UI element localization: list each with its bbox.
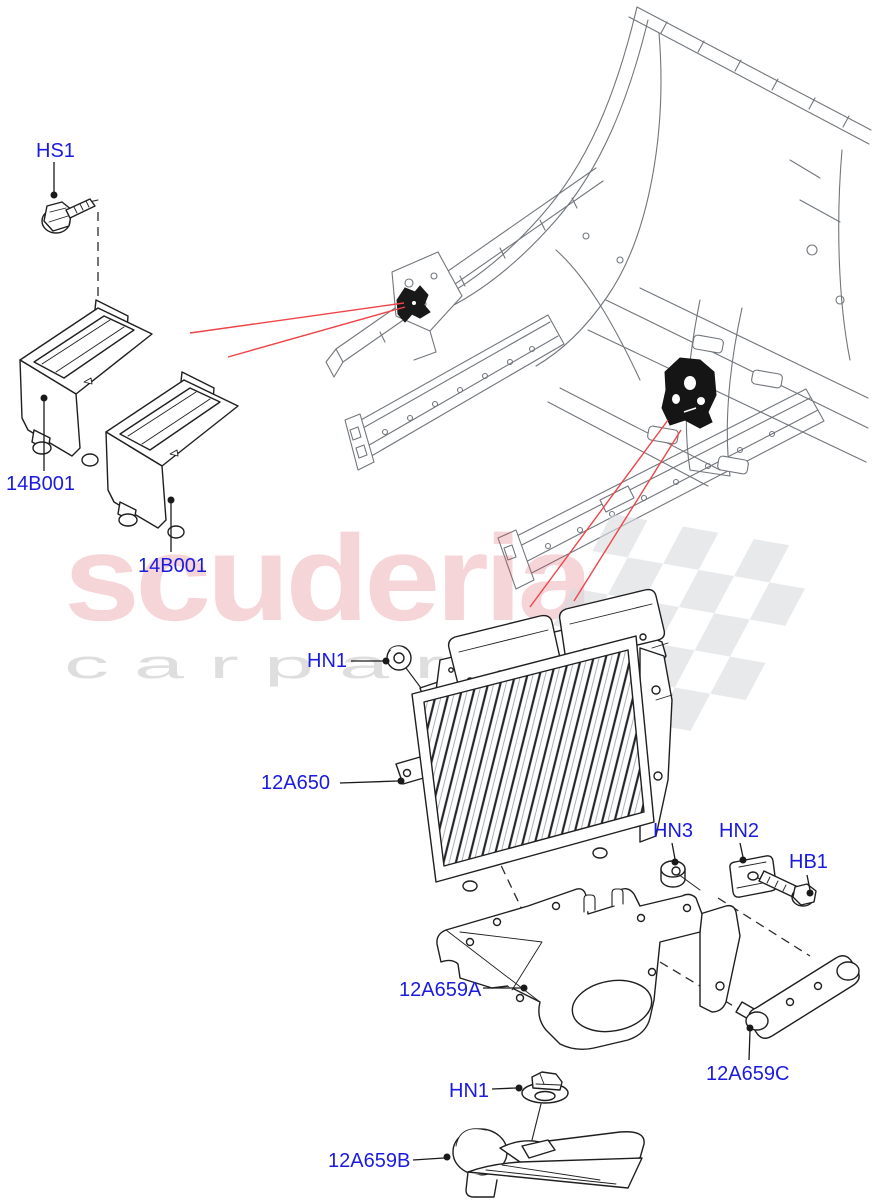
label-leader-lines xyxy=(40,162,814,1161)
part-label-hs1: HS1 xyxy=(36,140,75,162)
bolt-hs1-icon xyxy=(41,198,99,234)
part-label-12a659b: 12A659B xyxy=(328,1150,411,1172)
grommet-hn3-icon xyxy=(660,860,701,891)
bracket-12a659b xyxy=(452,1128,645,1198)
red-callout-lines xyxy=(189,302,682,608)
module-cover-14b001-left xyxy=(19,299,153,467)
module-cover-14b001-right xyxy=(105,371,239,539)
part-label-hn2: HN2 xyxy=(719,820,760,842)
module-location-highlight-left xyxy=(396,285,431,323)
part-label-hb1: HB1 xyxy=(789,851,828,873)
part-label-hn3: HN3 xyxy=(653,820,694,842)
flange-nut-hn1-lower-icon xyxy=(521,1071,569,1141)
ecu-12a650 xyxy=(395,588,673,892)
bracket-12a659a xyxy=(436,887,741,1051)
part-label-12a659c: 12A659C xyxy=(706,1063,790,1085)
arm-12a659c xyxy=(735,955,860,1039)
module-location-highlight-right xyxy=(661,357,717,429)
vehicle-body-line-art xyxy=(325,6,872,590)
part-label-14b001-left: 14B001 xyxy=(6,473,75,495)
part-label-12a650: 12A650 xyxy=(261,772,330,794)
part-label-14b001-right: 14B001 xyxy=(138,555,207,577)
part-label-hn1-upper: HN1 xyxy=(307,650,348,672)
parts-line-art xyxy=(19,198,860,1198)
grommet-hn1-upper-icon xyxy=(386,645,425,693)
part-label-hn1-lower: HN1 xyxy=(449,1080,490,1102)
part-label-12a659a: 12A659A xyxy=(399,979,482,1001)
